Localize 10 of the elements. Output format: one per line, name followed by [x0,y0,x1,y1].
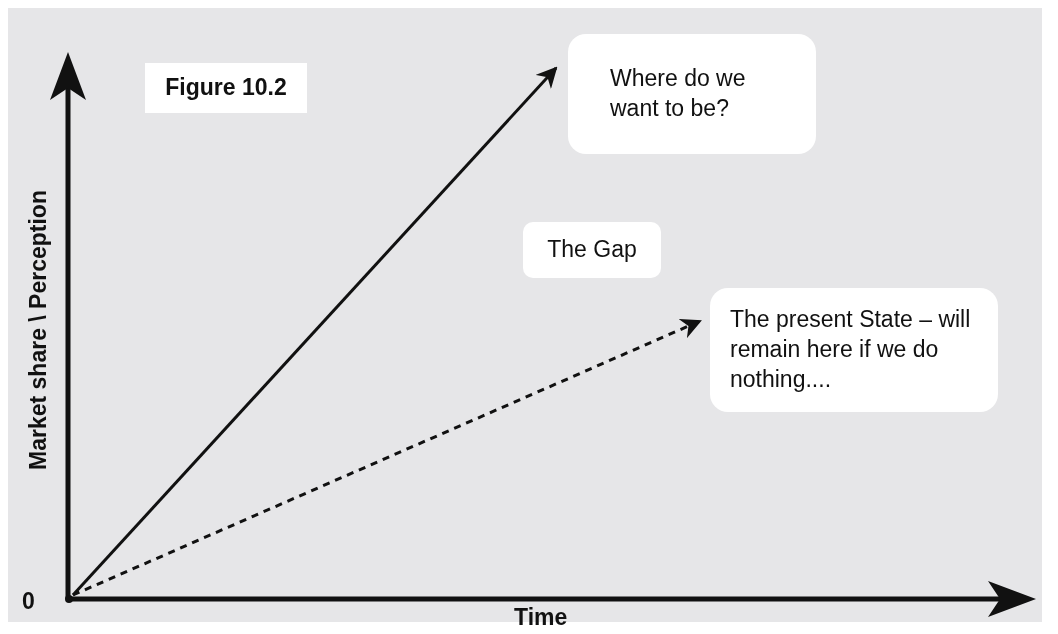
arrow [71,66,558,596]
axis-title: Time [514,604,568,631]
callout-box: The present State – will remain here if we do nothing.... [710,288,998,412]
axis-origin-label: 0 [22,588,35,615]
arrow [72,318,702,597]
gap-label-box: The Gap [523,222,661,278]
callout-box: Where do we want to be? [568,34,816,154]
axis-title: Market share \ Perception [24,190,52,470]
origin-point [65,595,73,603]
figure-label: Figure 10.2 [145,63,307,113]
